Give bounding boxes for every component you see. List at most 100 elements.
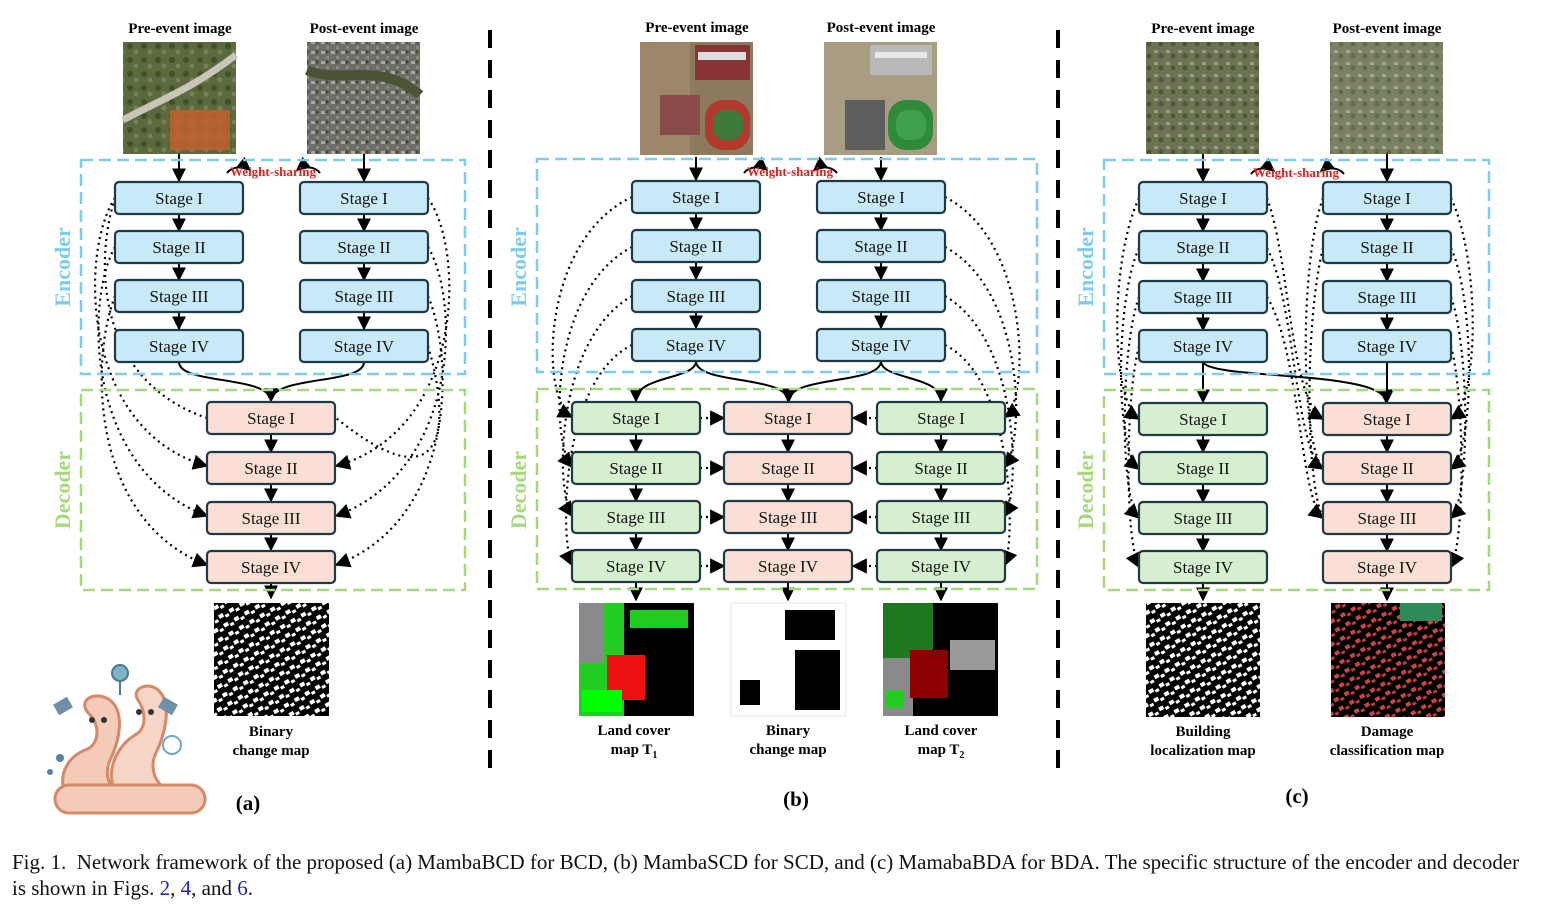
stage-label: Stage II [854,237,908,256]
enc-b-pre-stage-2: Stage II [630,228,762,264]
enc-c-pre-stage-2: Stage II [1137,229,1269,265]
dec-c-left-stage-1: Stage I [1137,401,1269,437]
encoder-label-a: Encoder [50,227,75,307]
stage-label: Stage I [340,189,388,208]
decoder-frame-c [1102,388,1491,592]
dec-c-right-stage-3: Stage III [1321,500,1453,536]
stage-label: Stage III [1173,288,1232,307]
pre-event-image-b [640,42,753,155]
stage-label: Stage IV [1173,558,1234,577]
enc-c-pre-stage-3: Stage III [1137,279,1269,315]
dec-b-left-stage-4: Stage IV [570,548,702,584]
enc-b-post-stage-1: Stage I [815,179,947,215]
enc-b-pre-stage-4: Stage IV [630,327,762,363]
stage-label: Stage III [666,287,725,306]
stage-label: Stage IV [1357,558,1418,577]
dec-c-right-stage-1: Stage I [1321,401,1453,437]
dec-a-stage-2: Stage II [205,450,337,486]
output-title-c1-line1: Building [1175,724,1231,740]
stage-label: Stage I [247,409,295,428]
enc-a-post-stage-1: Stage I [298,180,430,216]
pre-event-image-c [1146,42,1259,154]
stage-label: Stage I [155,189,203,208]
output-title-b2-line1: Binary [766,723,811,739]
caption-sep2: , and [191,876,238,900]
enc-a-pre-stage-3: Stage III [113,278,245,314]
pre-event-image-a [121,42,239,154]
output-title-b1-line2: map T1 [611,742,658,761]
dec-b-left-stage-3: Stage III [570,499,702,535]
dec-b-left-stage-2: Stage II [570,450,702,486]
stage-label: Stage II [761,459,815,478]
enc-b-post-stage-2: Stage II [815,228,947,264]
stage-label: Stage IV [241,558,302,577]
stage-label: Stage I [1179,410,1227,429]
enc-a-pre-stage-2: Stage II [113,229,245,265]
stage-label: Stage I [764,409,812,428]
stage-label: Stage II [1176,459,1230,478]
dec-c-left-stage-2: Stage II [1137,450,1269,486]
enc-a-post-stage-4: Stage IV [298,328,430,364]
enc-c-pre-stage-1: Stage I [1137,180,1269,216]
stage-label: Stage II [914,459,968,478]
stage-label: Stage IV [911,557,972,576]
stage-label: Stage III [606,508,665,527]
stage-label: Stage I [612,409,660,428]
encoder-frame-b [535,157,1039,374]
enc-b-pre-stage-1: Stage I [630,179,762,215]
panel-tag-b: (b) [783,787,809,811]
stage-label: Stage IV [1173,337,1234,356]
stage-label: Stage III [1173,509,1232,528]
land-cover-map-t1 [579,603,694,716]
stage-label: Stage III [911,508,970,527]
stage-label: Stage I [1179,189,1227,208]
output-title-a1-line1: Binary [249,724,294,740]
enc-a-post-stage-3: Stage III [298,278,430,314]
decoder-frame-a [79,388,467,592]
caption-ref-2[interactable]: 2 [159,876,171,900]
output-title-c1-line2: localization map [1150,743,1255,759]
stage-label: Stage III [241,509,300,528]
output-title-b2-line2: change map [749,742,826,758]
stage-label: Stage IV [606,557,667,576]
stage-label: Stage I [1363,410,1411,429]
stage-label: Stage II [244,459,298,478]
enc-c-pre-stage-4: Stage IV [1137,328,1269,364]
binary-change-map-a [214,603,329,716]
encoder-frame-a [79,158,467,376]
enc-c-post-stage-3: Stage III [1321,279,1453,315]
stage-label: Stage II [609,459,663,478]
dec-b-right-stage-4: Stage IV [875,548,1007,584]
weight-sharing-label-a: Weight-sharing [230,164,316,179]
enc-c-post-stage-2: Stage II [1321,229,1453,265]
caption-ref-6[interactable]: 6 [237,876,248,900]
decoder-label-a: Decoder [50,451,75,529]
dec-a-stage-1: Stage I [205,400,337,436]
output-title-b3-line1: Land cover [905,723,978,739]
stage-label: Stage III [149,287,208,306]
stage-label: Stage III [851,287,910,306]
dec-b-mid-stage-4: Stage IV [722,548,854,584]
land-cover-map-t2 [883,603,998,716]
stage-label: Stage I [1363,189,1411,208]
enc-c-post-stage-4: Stage IV [1321,328,1453,364]
network-framework-figure: Encoder Decoder Encoder Decoder Encoder … [47,20,1491,815]
stage-label: Stage III [758,508,817,527]
stage-label: Stage IV [666,336,727,355]
output-title-c2-line1: Damage [1361,724,1414,740]
stage-label: Stage IV [1357,337,1418,356]
caption-ref-4[interactable]: 4 [180,876,192,900]
caption-sep1: , [170,876,181,900]
skip-connections [93,196,1474,574]
dec-b-right-stage-1: Stage I [875,400,1007,436]
output-title-b3-line2: map T2 [918,742,965,761]
enc-b-pre-stage-3: Stage III [630,278,762,314]
stage-label: Stage III [334,287,393,306]
encoder-label-b: Encoder [506,227,531,307]
dec-c-left-stage-4: Stage IV [1137,549,1269,585]
output-title-a1-line2: change map [232,743,309,759]
post-event-image-a [304,42,424,154]
enc-a-pre-stage-1: Stage I [113,180,245,216]
figure-caption: Fig. 1. Network framework of the propose… [12,849,1522,901]
decoder-frame-b [535,387,1039,591]
